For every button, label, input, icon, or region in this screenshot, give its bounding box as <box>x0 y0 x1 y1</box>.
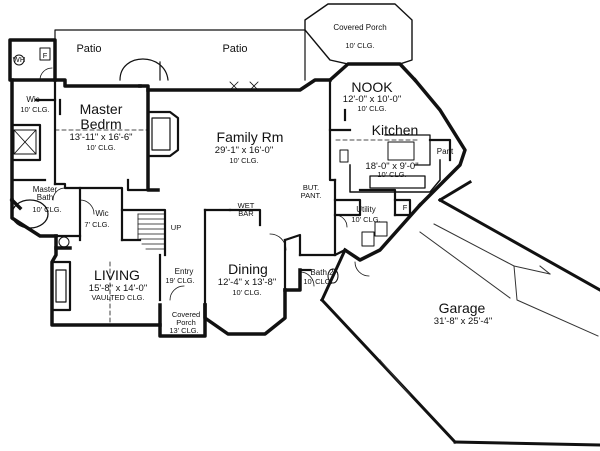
room-size-garage: 31'-8" x 25'-4" <box>433 316 493 327</box>
room-label-living: LIVING <box>94 267 140 283</box>
room-label-master-bedroom: Master Bedrm <box>79 101 123 132</box>
room-label-wet-bar: WET BAR <box>237 201 255 218</box>
interior-walls <box>10 78 452 312</box>
room-label-covered-porch-top: Covered Porch <box>333 23 387 32</box>
room-label-kitchen: Kitchen <box>371 122 419 138</box>
covered-porch-top-outline <box>304 3 413 65</box>
room-label-covered-porch-bottom: Covered Porch <box>171 310 201 327</box>
room-label-butler-pantry: BUT. PANT. <box>300 183 322 200</box>
room-label-garage: Garage <box>438 300 486 316</box>
ceiling-covered-porch-bottom: 13' CLG. <box>169 326 199 335</box>
ceiling-master-bedroom: 10' CLG. <box>86 143 116 152</box>
room-label-pantry: Pant <box>436 147 454 156</box>
room-label-bath-2: Bath 2 <box>310 268 334 277</box>
stair-up-label: UP <box>170 223 182 232</box>
ceiling-entry: 19' CLG. <box>165 276 195 285</box>
room-label-wic-lower: Wic <box>95 209 109 218</box>
room-label-nook: NOOK <box>351 79 393 95</box>
room-label-family-room: Family Rm <box>216 129 284 145</box>
room-size-nook: 12'-0" x 10'-0" <box>342 94 402 105</box>
fridge-marker-bath: F <box>42 51 48 60</box>
ceiling-nook: 10' CLG. <box>357 104 387 113</box>
ceiling-living: VAULTED CLG. <box>91 293 145 302</box>
fridge-marker-utility: F <box>402 203 408 212</box>
ceiling-master-bath: 10' CLG. <box>32 205 62 214</box>
room-size-living: 15'-8" x 14'-0" <box>88 283 148 294</box>
room-size-dining: 12'-4" x 13'-8" <box>217 277 277 288</box>
ceiling-kitchen: 10' CLG. <box>377 170 407 179</box>
ceiling-bath-2: 10' CLG. <box>303 277 333 286</box>
ceiling-wic-lower: 7' CLG. <box>84 220 110 229</box>
stair-treads <box>137 213 166 250</box>
room-label-dining: Dining <box>228 261 268 277</box>
room-label-master-bath: Master Bath <box>32 185 58 203</box>
room-size-family-room: 29'-1" x 16'-0" <box>214 145 274 156</box>
room-label-utility: Utility <box>356 205 376 214</box>
door-swings <box>39 67 370 301</box>
patio-outline <box>54 29 306 81</box>
water-heater-marker: WH <box>12 55 26 64</box>
room-label-patio-left: Patio <box>76 43 102 55</box>
garage-outline <box>319 179 600 447</box>
ceiling-dining: 10' CLG. <box>232 288 262 297</box>
room-label-entry: Entry <box>174 267 194 276</box>
exterior-walls <box>8 38 467 338</box>
ceiling-wic-top: 10' CLG. <box>20 105 50 114</box>
ceiling-family-room: 10' CLG. <box>229 156 259 165</box>
room-size-master-bedroom: 13'-11" x 16'-6" <box>69 132 133 143</box>
ceiling-utility: 10' CLG. <box>351 215 381 224</box>
room-label-patio-right: Patio <box>222 43 248 55</box>
room-label-wic-top: Wic <box>26 95 40 104</box>
ceiling-covered-porch-top: 10' CLG. <box>345 41 375 50</box>
room-size-kitchen: 18'-0" x 9'-0" <box>365 161 419 172</box>
